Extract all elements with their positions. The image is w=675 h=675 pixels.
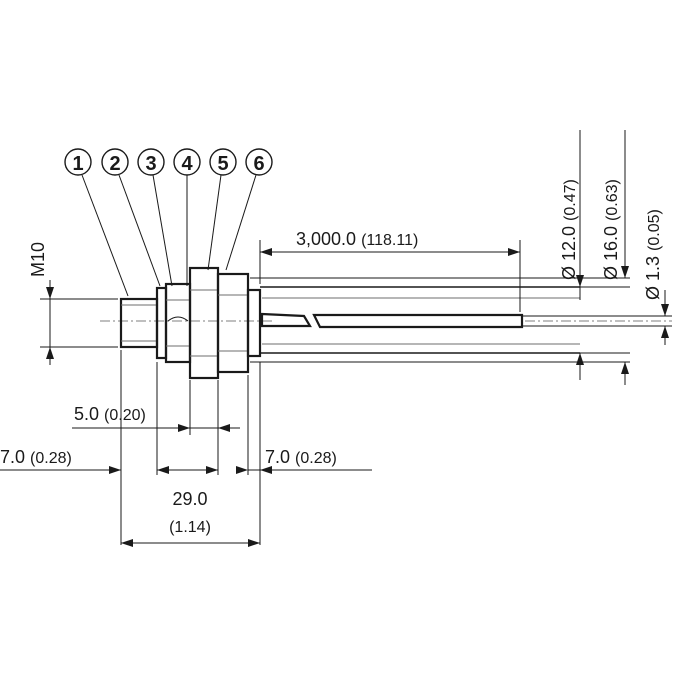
sensor-body [100, 266, 272, 380]
dim-total-length-value: 29.0 [172, 489, 207, 509]
arrow-head [178, 424, 190, 432]
dim-d-fiber-value: Ø 1.3 (0.05) [643, 209, 663, 300]
callout-group: 1 2 3 4 5 6 [64, 148, 273, 297]
dim-diameter-outer: Ø 12.0 (0.47) [559, 130, 584, 380]
arrow-head [157, 466, 169, 474]
callout-label-3: 3 [145, 153, 156, 175]
dim-left-length: 7.0 (0.28) [0, 447, 218, 474]
callout-label-4: 4 [181, 153, 193, 175]
callout-label-5: 5 [217, 153, 228, 175]
callout-label-2: 2 [109, 153, 120, 175]
arrow-head [260, 248, 272, 256]
callout-label-1: 1 [72, 153, 83, 175]
callout-circle-3 [137, 148, 165, 176]
dim-thread: M10 [28, 242, 118, 365]
arrow-head [576, 275, 584, 287]
cable-gland [246, 288, 262, 358]
dim-left-length-value: 7.0 (0.28) [0, 447, 72, 467]
callout-circle-1 [64, 148, 92, 176]
dim-diameter-flange: Ø 16.0 (0.63) [601, 130, 629, 385]
dim-cable-length-value: 3,000.0 (118.11) [296, 229, 418, 249]
callout-circle-5 [209, 148, 237, 176]
dim-nut-width-value: 5.0 (0.20) [74, 404, 146, 424]
arrow-head [218, 424, 230, 432]
dim-cable-length: 3,000.0 (118.11) [259, 229, 521, 312]
arrow-head [661, 304, 669, 316]
arrow-head [46, 347, 54, 359]
arrow-head [46, 287, 54, 299]
leader-line-2 [118, 174, 161, 287]
nut-rear [216, 272, 250, 374]
fiber-segment-left [260, 312, 312, 328]
cable [250, 277, 672, 363]
leader-line-5 [207, 174, 222, 271]
dim-right-length: 7.0 (0.28) [236, 447, 372, 474]
sensor-tip [119, 297, 159, 349]
washer [155, 286, 168, 360]
arrow-head [248, 539, 260, 547]
leader-line-1 [81, 174, 129, 297]
callout-circle-6 [245, 148, 273, 176]
nut-chamfer [167, 316, 189, 322]
arrow-head [109, 466, 121, 474]
callout-label-6: 6 [253, 153, 264, 175]
dim-nut-width: 5.0 (0.20) [72, 404, 240, 432]
dim-total-length: 29.0 (1.14) [121, 489, 260, 547]
dim-d-outer-value: Ø 12.0 (0.47) [559, 179, 579, 280]
nut-front [164, 282, 192, 364]
arrow-head [508, 248, 520, 256]
arrow-head [121, 539, 133, 547]
arrow-head [260, 466, 272, 474]
arrow-head [206, 466, 218, 474]
flange [188, 266, 220, 380]
dim-diameter-fiber: Ø 1.3 (0.05) [643, 209, 669, 345]
dim-right-length-value: 7.0 (0.28) [265, 447, 337, 467]
leader-line-6 [225, 174, 257, 271]
callout-circle-2 [101, 148, 129, 176]
arrow-head [236, 466, 248, 474]
dim-d-flange-value: Ø 16.0 (0.63) [601, 179, 621, 280]
leader-line-3 [152, 174, 173, 287]
dim-total-length-inch: (1.14) [169, 519, 211, 536]
fiber-segment-right [312, 313, 524, 329]
arrow-head [621, 266, 629, 278]
bottom-ext-lines [120, 350, 261, 545]
dim-thread-value: M10 [28, 242, 48, 277]
